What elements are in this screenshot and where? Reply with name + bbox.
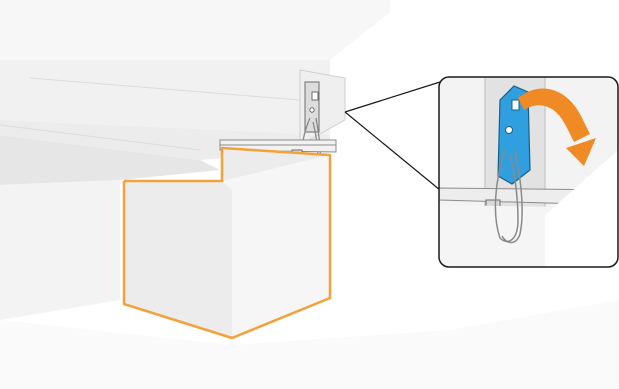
latch-slot [512,100,519,110]
bin-front-face [222,155,330,338]
callout-pointer [345,82,440,190]
bracket-screw [310,108,314,112]
latch-screw [506,127,513,134]
back-wall [0,0,390,60]
bracket-latch [312,92,318,100]
callout-zoom-inset [439,77,618,267]
base-shadow [0,180,120,320]
floor [0,300,619,389]
